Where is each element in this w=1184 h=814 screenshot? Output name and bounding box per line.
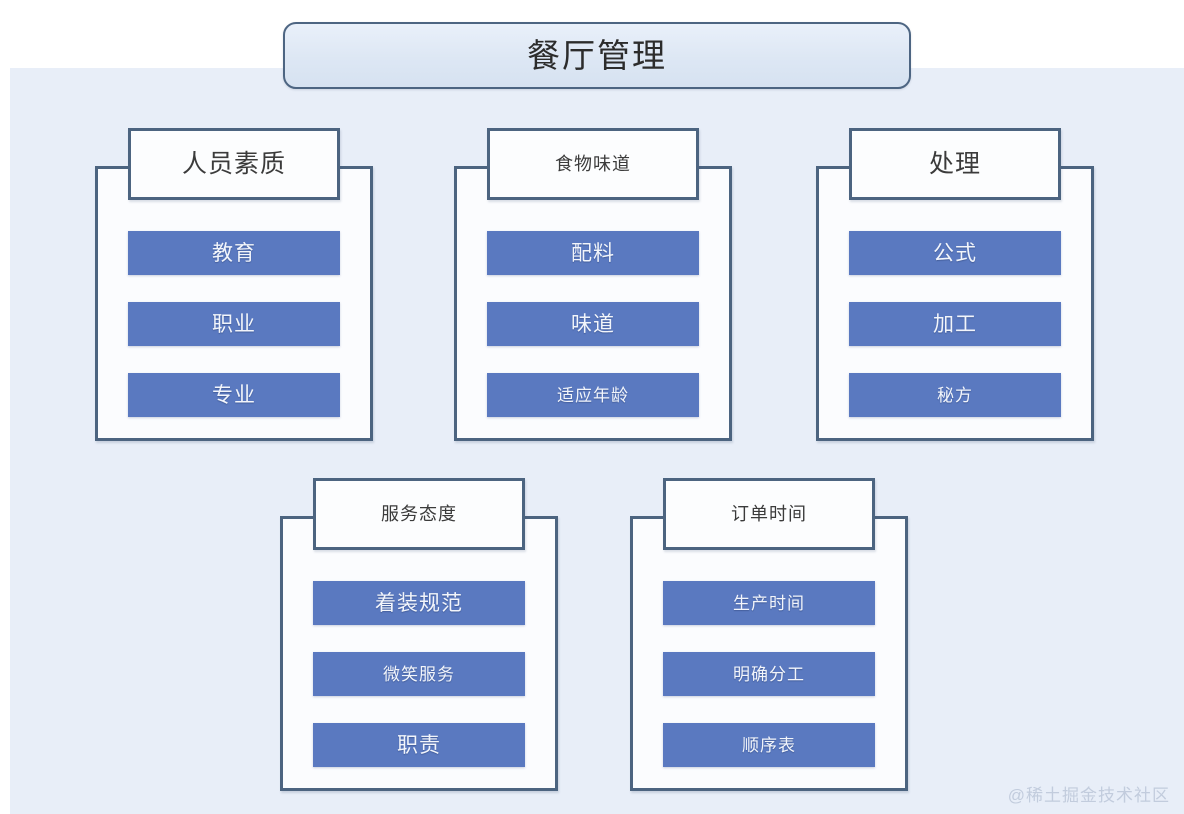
list-item[interactable]: 味道 xyxy=(487,302,699,346)
list-item-label: 教育 xyxy=(212,241,256,265)
list-item-label: 专业 xyxy=(212,383,256,407)
group-header[interactable]: 人员素质 xyxy=(128,128,340,200)
list-item-label: 微笑服务 xyxy=(383,664,455,684)
list-item[interactable]: 生产时间 xyxy=(663,581,875,625)
group-header[interactable]: 订单时间 xyxy=(663,478,875,550)
list-item-label: 加工 xyxy=(933,312,977,336)
root-node-restaurant-management[interactable]: 餐厅管理 xyxy=(283,22,911,89)
list-item-label: 秘方 xyxy=(937,385,973,405)
list-item-label: 味道 xyxy=(571,312,615,336)
list-item-label: 配料 xyxy=(571,241,615,265)
list-item-label: 职责 xyxy=(397,733,441,757)
root-node-label: 餐厅管理 xyxy=(527,37,667,74)
list-item[interactable]: 职业 xyxy=(128,302,340,346)
group-header[interactable]: 服务态度 xyxy=(313,478,525,550)
list-item[interactable]: 公式 xyxy=(849,231,1061,275)
list-item[interactable]: 秘方 xyxy=(849,373,1061,417)
list-item[interactable]: 职责 xyxy=(313,723,525,767)
group-header[interactable]: 处理 xyxy=(849,128,1061,200)
group-header-label: 处理 xyxy=(928,149,981,178)
list-item-label: 生产时间 xyxy=(733,593,805,613)
group-header-label: 食物味道 xyxy=(555,154,631,174)
list-item-label: 职业 xyxy=(212,312,256,336)
group-personnel-quality[interactable]: 人员素质 教育 职业 专业 xyxy=(95,128,373,441)
list-item[interactable]: 专业 xyxy=(128,373,340,417)
list-item-label: 明确分工 xyxy=(733,664,805,684)
list-item-label: 适应年龄 xyxy=(557,385,629,405)
list-item[interactable]: 着装规范 xyxy=(313,581,525,625)
list-item[interactable]: 配料 xyxy=(487,231,699,275)
group-header-label: 服务态度 xyxy=(381,504,457,524)
group-service-attitude[interactable]: 服务态度 着装规范 微笑服务 职责 xyxy=(280,478,558,791)
watermark: @稀土掘金技术社区 xyxy=(1007,786,1170,805)
list-item-label: 着装规范 xyxy=(375,591,463,615)
list-item-label: 顺序表 xyxy=(742,735,796,755)
list-item[interactable]: 顺序表 xyxy=(663,723,875,767)
group-header-label: 人员素质 xyxy=(181,149,286,178)
group-order-time[interactable]: 订单时间 生产时间 明确分工 顺序表 xyxy=(630,478,908,791)
list-item[interactable]: 微笑服务 xyxy=(313,652,525,696)
group-processing[interactable]: 处理 公式 加工 秘方 xyxy=(816,128,1094,441)
list-item[interactable]: 教育 xyxy=(128,231,340,275)
group-food-taste[interactable]: 食物味道 配料 味道 适应年龄 xyxy=(454,128,732,441)
group-header[interactable]: 食物味道 xyxy=(487,128,699,200)
list-item-label: 公式 xyxy=(933,241,977,265)
list-item[interactable]: 加工 xyxy=(849,302,1061,346)
group-header-label: 订单时间 xyxy=(731,504,807,524)
list-item[interactable]: 明确分工 xyxy=(663,652,875,696)
list-item[interactable]: 适应年龄 xyxy=(487,373,699,417)
